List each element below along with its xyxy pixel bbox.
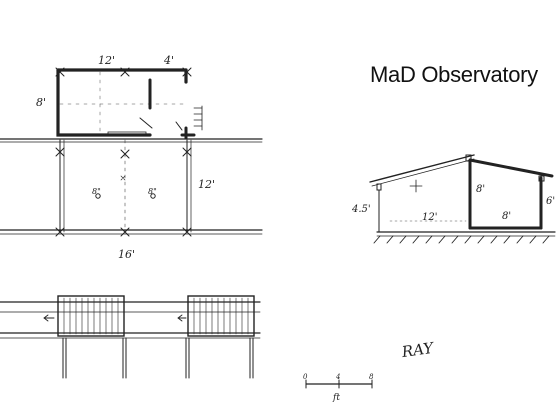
section-dim-span: 12' — [422, 212, 437, 223]
scale-bar — [305, 379, 373, 389]
floor-plan — [0, 67, 263, 237]
scale-tick-0: 0 — [303, 373, 308, 381]
plan-dim-bottom: 16' — [118, 248, 135, 261]
section-dim-post-left: 4.5' — [351, 204, 371, 215]
plan-dim-right: 12' — [198, 178, 215, 191]
scale-unit: ft — [332, 393, 340, 403]
scale-tick-4: 4 — [335, 373, 340, 381]
section-dim-floor-right: 8' — [502, 211, 511, 222]
pier-label-b: 8" — [148, 187, 157, 196]
side-elevation — [0, 295, 261, 379]
scale-tick-8: 8 — [369, 373, 374, 381]
plan-dim-left: 8' — [36, 96, 46, 109]
plan-dim-top-left: 12' — [98, 54, 115, 67]
plan-dim-top-right: 4' — [163, 54, 174, 67]
pier-label-a: 8" — [92, 187, 101, 196]
drawing-title: MaD Observatory — [370, 62, 538, 87]
post-markers — [55, 67, 192, 237]
section-dim-wall-inner: 8' — [476, 184, 485, 195]
section-elevation — [369, 154, 556, 244]
section-dim-wall-right: 6' — [546, 196, 555, 207]
telescope-mark — [409, 179, 423, 193]
signature: RAY — [400, 339, 437, 362]
